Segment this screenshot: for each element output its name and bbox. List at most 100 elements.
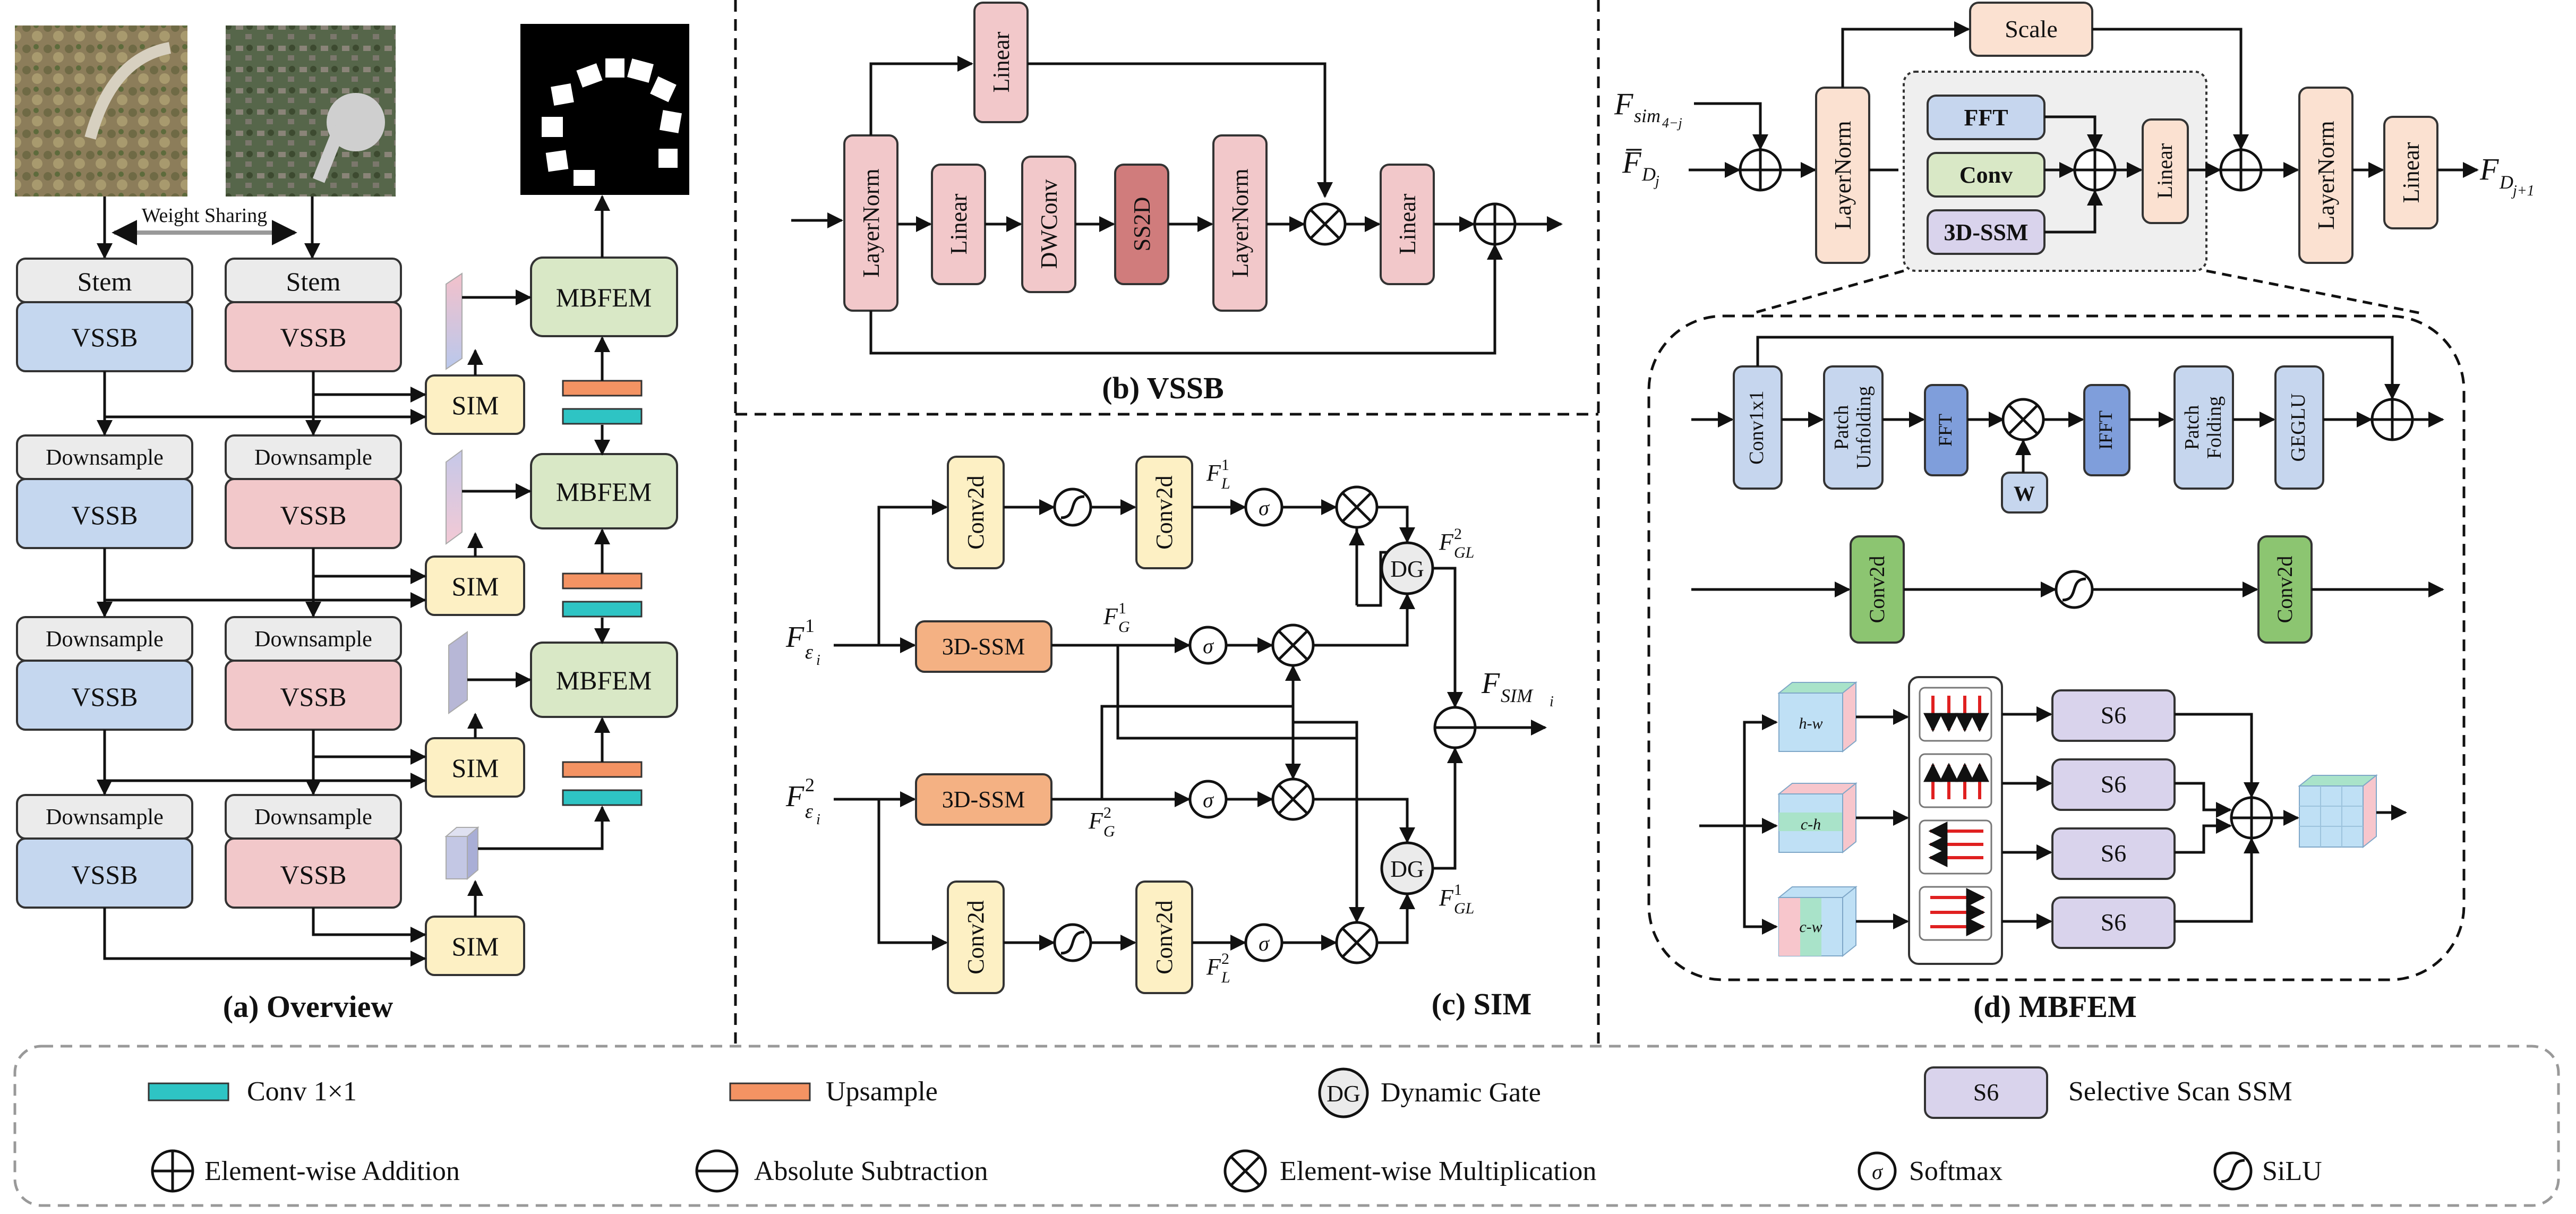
encoder-right-stage4: Downsample VSSB (225, 794, 402, 909)
svg-text:VSSB: VSSB (71, 500, 138, 530)
svg-text:h-w: h-w (1799, 715, 1823, 732)
svg-text:F: F (1088, 808, 1103, 834)
svg-text:F̅: F̅ (1622, 145, 1642, 179)
svg-text:Linear: Linear (988, 31, 1014, 92)
svg-text:LayerNorm: LayerNorm (1227, 168, 1253, 277)
sim-softmax-4: σ (1244, 923, 1283, 962)
sim-label-fgl2: F 2 GL (1439, 525, 1474, 561)
encoder-right-stage2: Downsample VSSB (225, 434, 402, 549)
mbfem-patch-folding: Patch Folding (2173, 365, 2234, 490)
s6-block-2: S6 (2051, 758, 2176, 811)
sim-silu-top (1053, 488, 1092, 527)
svg-text:σ: σ (1203, 634, 1214, 658)
vssb-linear-1: Linear (931, 164, 986, 285)
svg-text:F: F (1481, 667, 1500, 700)
svg-text:Folding: Folding (2203, 396, 2226, 459)
svg-text:Softmax: Softmax (1909, 1156, 2002, 1186)
mbfem-add-fft (2370, 398, 2414, 441)
mbfem-geglu: GEGLU (2274, 365, 2324, 490)
mbfem-conv2d-2: Conv2d (2257, 535, 2313, 644)
legend-multiplication: Element-wise Multiplication (1223, 1149, 1596, 1193)
sim-label-fg1: F 1 G (1103, 600, 1130, 636)
svg-text:sim: sim (1634, 105, 1661, 126)
mbfem-input-fsim: F sim 4−j (1614, 87, 1682, 131)
mbfem-panel: F sim 4−j F̅ D j LayerNorm Scale (1614, 2, 2535, 1024)
s6-block-1: S6 (2051, 689, 2176, 742)
feature-slab-1 (446, 272, 463, 370)
svg-text:L: L (1221, 475, 1230, 492)
sim-block-1: SIM (425, 374, 525, 435)
svg-text:2: 2 (1221, 950, 1229, 968)
legend-frame (13, 1045, 2560, 1207)
svg-text:Stem: Stem (286, 267, 341, 296)
svg-text:F: F (1614, 87, 1633, 121)
conv-upsample-stack-1 (562, 380, 643, 425)
svg-text:F: F (1439, 529, 1454, 555)
sim-input-f1: F ε i 1 (785, 615, 820, 669)
cube-cw: c-w (1777, 885, 1858, 957)
mbfem-silu (2055, 570, 2094, 609)
svg-text:Scale: Scale (2005, 15, 2058, 42)
svg-text:Stem: Stem (78, 267, 132, 296)
s6-block-4: S6 (2051, 896, 2176, 949)
svg-text:Dynamic Gate: Dynamic Gate (1381, 1078, 1541, 1108)
mbfem-caption: (d) MBFEM (1973, 989, 2137, 1024)
svg-text:j+1: j+1 (2511, 183, 2535, 199)
svg-text:D: D (2499, 172, 2513, 193)
mbfem-add-input (1739, 148, 1782, 192)
mbfem-conv-branch: Conv (1927, 152, 2046, 198)
feature-cube-4 (444, 826, 480, 880)
mbfem-ssm-branch: 3D-SSM (1927, 209, 2046, 255)
svg-text:Absolute Subtraction: Absolute Subtraction (754, 1156, 988, 1186)
svg-text:SIM: SIM (452, 390, 499, 420)
svg-text:DG: DG (1390, 556, 1424, 582)
svg-text:Conv1x1: Conv1x1 (1745, 390, 1768, 464)
svg-text:Conv2d: Conv2d (1151, 900, 1177, 974)
svg-text:F: F (1206, 954, 1221, 980)
legend-addition: Element-wise Addition (151, 1149, 460, 1193)
svg-text:LayerNorm: LayerNorm (858, 168, 884, 277)
mbfem-output-label: F D j+1 (2479, 152, 2535, 199)
vssb-caption: (b) VSSB (1102, 371, 1223, 405)
encoder-left-stem: Stem VSSB (16, 258, 193, 372)
encoder-right-stem: Stem VSSB (225, 258, 402, 372)
svg-text:MBFEM: MBFEM (556, 665, 652, 695)
svg-text:Conv: Conv (1959, 162, 2013, 188)
svg-text:F: F (1439, 885, 1454, 911)
svg-text:Linear: Linear (1394, 193, 1420, 254)
svg-text:F: F (785, 780, 805, 813)
vssb-dwconv: DWConv (1021, 156, 1076, 293)
encoder-left-stage2: Downsample VSSB (16, 434, 193, 549)
svg-text:W: W (2014, 482, 2035, 506)
svg-text:S6: S6 (2101, 771, 2127, 798)
output-cube (2298, 774, 2378, 849)
svg-text:Element-wise Addition: Element-wise Addition (204, 1156, 460, 1186)
sim-softmax-3: σ (1188, 780, 1228, 819)
svg-text:VSSB: VSSB (280, 860, 346, 890)
svg-text:MBFEM: MBFEM (556, 283, 652, 312)
encoder-left-stage4: Downsample VSSB (16, 794, 193, 909)
legend-selective-scan: S6 Selective Scan SSM (1924, 1066, 2292, 1119)
cube-ch: c-h (1777, 782, 1858, 854)
legend-subtraction: Absolute Subtraction (695, 1149, 988, 1193)
svg-text:Element-wise Multiplication: Element-wise Multiplication (1280, 1156, 1596, 1186)
sim-multiply-3 (1271, 777, 1315, 821)
svg-text:VSSB: VSSB (71, 860, 138, 890)
svg-text:1: 1 (1454, 881, 1462, 899)
mbfem-add-output (2219, 148, 2263, 192)
sim-3dssm-top: 3D-SSM (915, 620, 1052, 673)
mbfem-scale: Scale (1969, 2, 2093, 57)
svg-text:SIM: SIM (452, 571, 499, 601)
change-map (520, 24, 689, 195)
mbfem-fft-small: FFT (1924, 384, 1969, 476)
vssb-multiply-symbol (1303, 202, 1347, 246)
mbfem-patch-unfolding: Patch Unfolding (1823, 365, 1884, 490)
svg-text:GEGLU: GEGLU (2287, 394, 2309, 462)
mbfem-w-weight: W (2001, 472, 2048, 514)
encoder-left-stage3: Downsample VSSB (16, 616, 193, 731)
vssb-add-symbol (1473, 202, 1517, 246)
sim-output-label: F SIM i (1481, 667, 1554, 710)
sim-label-fl2: F 2 L (1206, 950, 1230, 986)
scan-pattern-up (1919, 753, 1992, 808)
sim-multiply-4 (1335, 921, 1379, 964)
